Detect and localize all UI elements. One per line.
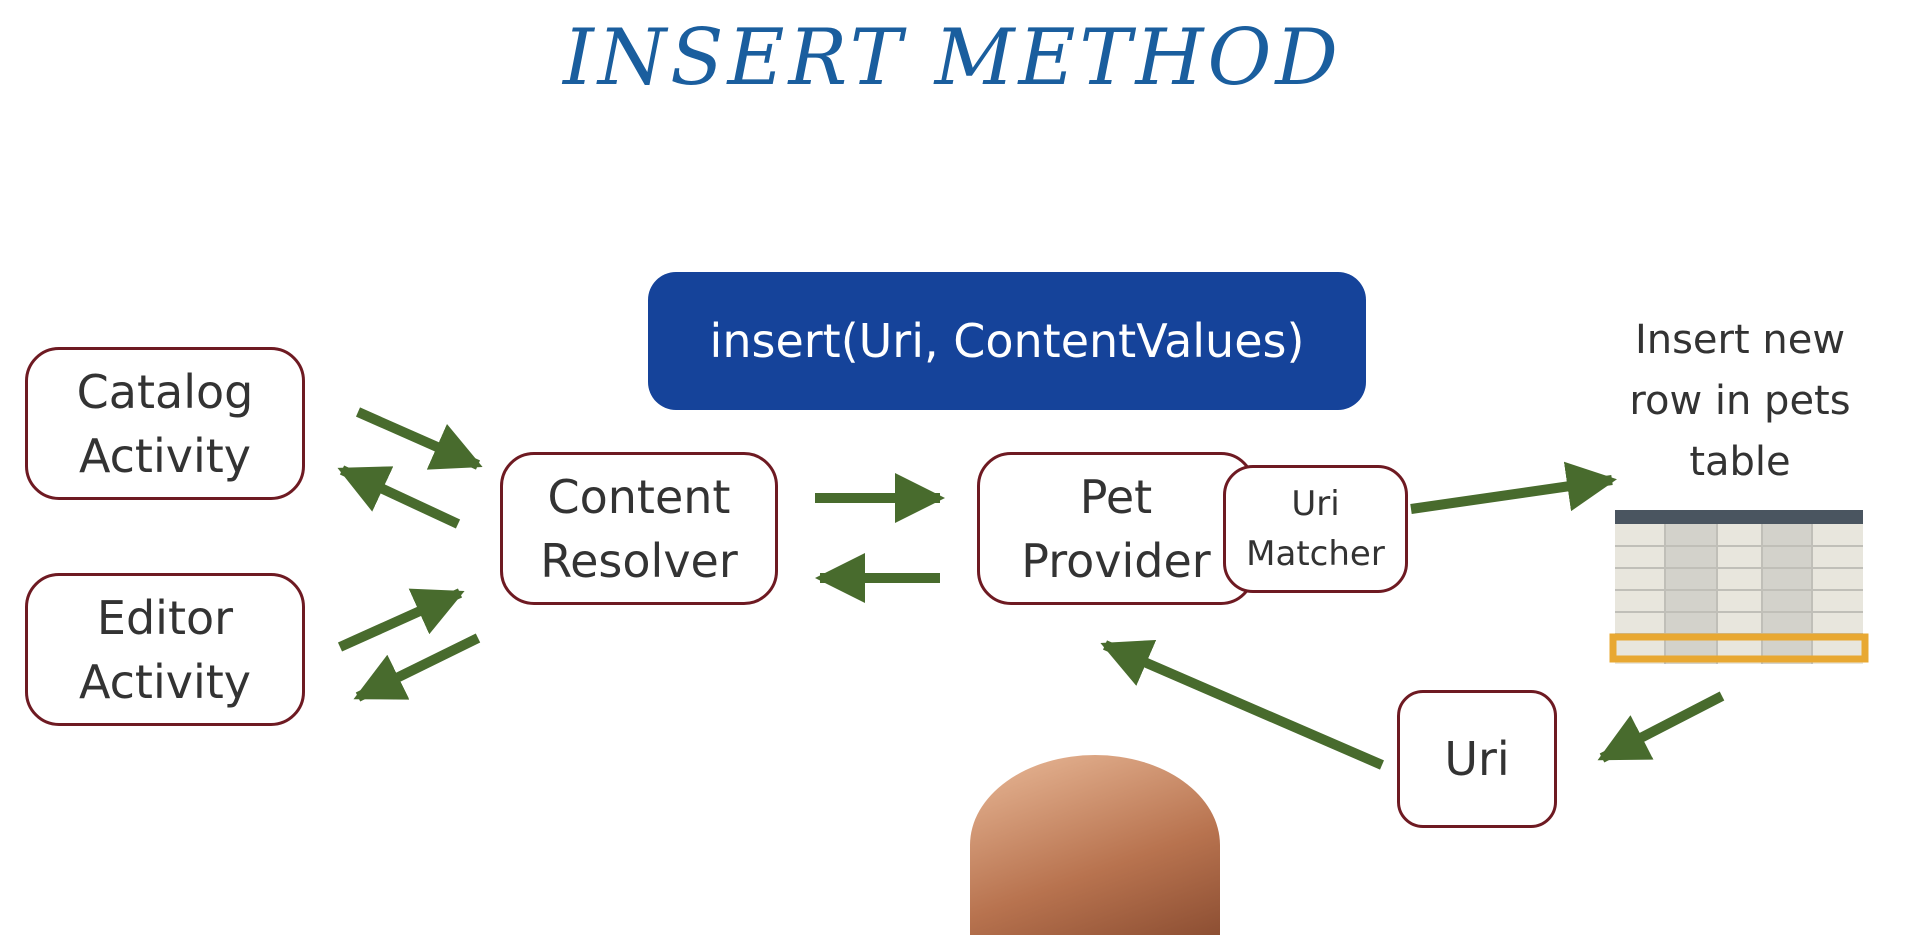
- presenter-hand: [970, 755, 1220, 935]
- catalog-activity-line-2: Activity: [78, 428, 252, 483]
- uri-label: Uri: [1444, 732, 1510, 786]
- arrow-catalog-to-resolver: [355, 407, 483, 470]
- uri-matcher-node: Uri Matcher: [1223, 465, 1408, 593]
- note-line-1: Insert new: [1634, 317, 1846, 363]
- content-resolver-line-1: Content: [547, 469, 731, 524]
- arrow-resolver-to-catalog: [337, 465, 461, 529]
- editor-activity-line-1: Editor: [96, 590, 234, 645]
- diagram-title: INSERT METHOD: [563, 13, 1342, 103]
- diagram-graphics: [337, 407, 1869, 770]
- catalog-activity-node: Catalog Activity: [25, 347, 305, 500]
- pets-table-icon: [1609, 510, 1869, 664]
- insert-row-note: Insert new row in pets table: [1590, 310, 1890, 493]
- arrow-matcher-to-table: [1410, 461, 1617, 514]
- arrow-editor-to-resolver: [337, 588, 465, 652]
- editor-activity-line-2: Activity: [78, 654, 252, 709]
- pet-provider-line-2: Provider: [1021, 533, 1211, 588]
- insert-method-call: insert(Uri, ContentValues): [648, 272, 1366, 410]
- arrow-uri-to-provider: [1100, 639, 1384, 770]
- content-resolver-node: Content Resolver: [500, 452, 778, 605]
- editor-activity-node: Editor Activity: [25, 573, 305, 726]
- arrow-resolver-to-editor: [353, 633, 481, 702]
- uri-node: Uri: [1397, 690, 1557, 828]
- uri-matcher-line-2: Matcher: [1246, 534, 1385, 574]
- content-resolver-line-2: Resolver: [540, 533, 738, 588]
- arrow-table-to-uri: [1597, 691, 1725, 763]
- pet-provider-line-1: Pet: [1079, 469, 1153, 524]
- pet-provider-node: Pet Provider: [977, 452, 1255, 605]
- note-line-3: table: [1689, 439, 1791, 485]
- catalog-activity-line-1: Catalog: [76, 364, 254, 419]
- uri-matcher-line-1: Uri: [1291, 484, 1340, 524]
- note-line-2: row in pets: [1629, 378, 1851, 424]
